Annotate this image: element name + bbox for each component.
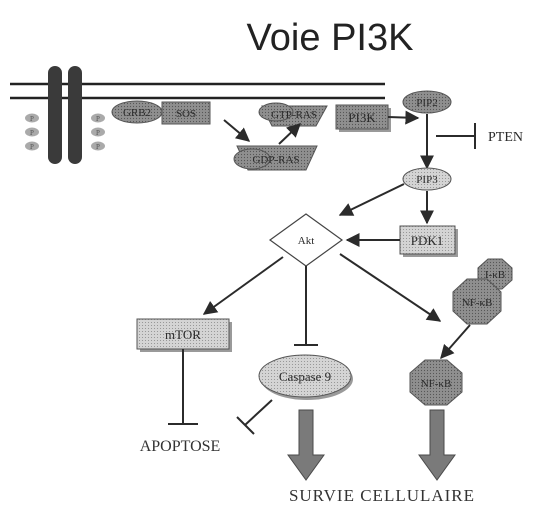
inhibit-mtor-apoptose: [168, 349, 198, 425]
phospho-label: P: [96, 143, 100, 151]
sos-node: SOS: [161, 101, 211, 125]
phospho-label: P: [30, 115, 34, 123]
phospho-sites-left: P P P: [25, 113, 39, 151]
mtor-node: mTOR: [136, 318, 232, 352]
gdp-ras-label: GDP-RAS: [252, 154, 299, 166]
arrow-akt-to-nfkb: [339, 253, 442, 322]
arrow-gdpras-to-gtpras: [278, 123, 302, 145]
arrow-pip3-to-akt: [338, 183, 405, 216]
pi3k-node: PI3K: [335, 104, 391, 132]
gtp-ras-node: GTP-RAS: [258, 102, 328, 127]
nfkb-free-label: NF-κB: [421, 378, 452, 390]
akt-label: Akt: [298, 235, 315, 247]
pip2-node: PIP2: [402, 90, 452, 114]
arrow-sos-to-gdpras: [223, 119, 251, 142]
pip2-label: PIP2: [416, 97, 437, 109]
receptor-tyrosine-kinase: P P P P P P: [25, 66, 105, 164]
nfkb-ikb-complex: I-κB NF-κB: [452, 258, 513, 325]
pi3k-label: PI3K: [348, 110, 376, 125]
pip3-node: PIP3: [402, 167, 452, 191]
phospho-label: P: [30, 143, 34, 151]
mtor-label: mTOR: [165, 327, 201, 342]
phospho-label: P: [96, 129, 100, 137]
caspase9-label: Caspase 9: [279, 369, 331, 384]
pip3-label: PIP3: [416, 174, 438, 186]
survie-cellulaire-label: SURVIE CELLULAIRE: [289, 486, 475, 505]
ikb-label: I-κB: [485, 269, 505, 281]
diagram-title: Voie PI3K: [247, 17, 414, 59]
inhibit-caspase9-apoptose: [236, 399, 273, 435]
phospho-label: P: [96, 115, 100, 123]
phospho-label: P: [30, 129, 34, 137]
nfkb-free-node: NF-κB: [409, 359, 463, 406]
pten-inhibition: PTEN: [436, 123, 523, 149]
thick-arrow-nfkb: [418, 409, 456, 481]
nfkb-complex-label: NF-κB: [462, 297, 493, 309]
arrow-akt-to-mtor: [202, 256, 284, 315]
caspase9-node: Caspase 9: [258, 354, 353, 400]
grb2-label: GRB2: [123, 107, 151, 119]
pdk1-node: PDK1: [399, 225, 458, 257]
pdk1-label: PDK1: [411, 233, 444, 248]
apoptose-label: APOPTOSE: [140, 438, 221, 455]
pten-label: PTEN: [488, 130, 523, 145]
grb2-node: GRB2: [111, 100, 163, 124]
arrow-nfkb-release: [440, 324, 471, 360]
gtp-ras-label: GTP-RAS: [271, 109, 317, 121]
thick-arrow-caspase: [287, 409, 325, 481]
cell-membrane: [10, 82, 385, 100]
gdp-ras-node: GDP-RAS: [233, 145, 318, 171]
phospho-sites-right: P P P: [91, 113, 105, 151]
arrow-pi3k-to-pip: [387, 110, 420, 125]
inhibit-akt-caspase9: [294, 266, 318, 346]
sos-label: SOS: [176, 108, 196, 120]
